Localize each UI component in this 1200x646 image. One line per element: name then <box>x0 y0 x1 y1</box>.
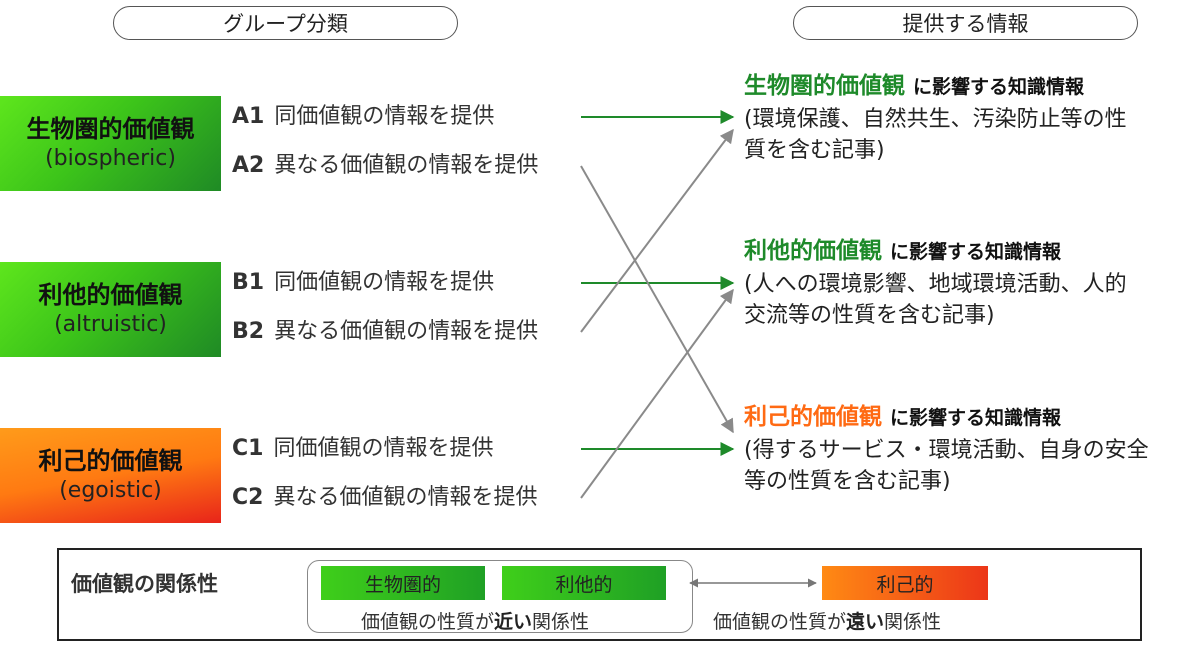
info-description-line2: 交流等の性質を含む記事) <box>744 303 995 328</box>
far-caption-bold: 遠い <box>846 611 885 633</box>
group-name: 利他的価値観 <box>38 280 183 309</box>
group-subtitle: (altruistic) <box>54 311 167 337</box>
info-value-name: 生物圏的価値観 <box>744 73 905 99</box>
near-relationship-group <box>307 560 693 633</box>
legend-chip-egoistic: 利己的 <box>822 566 988 600</box>
option-c2: C2 異なる価値観の情報を提供 <box>232 484 537 512</box>
near-relationship-caption: 価値観の性質が近い関係性 <box>361 607 589 634</box>
info-description-line1: (得するサービス・環境活動、自身の安全 <box>744 438 1149 463</box>
info-suffix: に影響する知識情報 <box>913 76 1085 98</box>
option-a1: A1 同価値観の情報を提供 <box>232 103 494 131</box>
near-caption-bold: 近い <box>494 611 533 633</box>
info-description-line1: (人への環境影響、地域環境活動、人的 <box>744 272 1127 297</box>
header-provided-information: 提供する情報 <box>793 6 1138 40</box>
group-name: 利己的価値観 <box>38 446 183 475</box>
info-description-line2: 等の性質を含む記事) <box>744 469 951 494</box>
option-text: 同価値観の情報を提供 <box>273 436 494 461</box>
group-subtitle: (biospheric) <box>45 145 176 171</box>
arrow-a2-to-egoistic <box>580 165 734 434</box>
header-group-classification: グループ分類 <box>113 6 458 40</box>
far-relationship-caption: 価値観の性質が遠い関係性 <box>713 607 941 634</box>
info-suffix: に影響する知識情報 <box>890 241 1062 263</box>
info-value-name: 利己的価値観 <box>744 404 882 430</box>
option-text: 同価値観の情報を提供 <box>274 270 495 295</box>
group-altruistic: 利他的価値観 (altruistic) <box>0 262 221 357</box>
option-code: C1 <box>232 436 264 461</box>
group-name: 生物圏的価値観 <box>26 114 195 143</box>
legend-title: 価値観の関係性 <box>71 572 218 596</box>
option-code: A1 <box>232 104 265 129</box>
option-code: B2 <box>232 319 265 344</box>
info-title: 利他的価値観に影響する知識情報 <box>744 235 1194 269</box>
option-text: 異なる価値観の情報を提供 <box>274 319 539 344</box>
option-code: A2 <box>232 153 265 178</box>
option-a2: A2 異なる価値観の情報を提供 <box>232 152 538 180</box>
arrow-b2-to-biospheric <box>580 128 734 333</box>
group-egoistic: 利己的価値観 (egoistic) <box>0 428 221 523</box>
info-title: 生物圏的価値観に影響する知識情報 <box>744 70 1194 104</box>
far-caption-post: 関係性 <box>884 611 942 633</box>
double-arrow <box>689 578 817 588</box>
near-caption-post: 関係性 <box>532 611 590 633</box>
info-biospheric: 生物圏的価値観に影響する知識情報 (環境保護、自然共生、汚染防止等の性 質を含む… <box>744 70 1194 166</box>
option-code: C2 <box>232 485 264 510</box>
legend-box: 価値観の関係性 生物圏的 利他的 利己的 価値観の性質が近い関係性 価値観の性質… <box>57 548 1142 641</box>
option-b2: B2 異なる価値観の情報を提供 <box>232 318 538 346</box>
option-b1: B1 同価値観の情報を提供 <box>232 269 494 297</box>
option-code: B1 <box>232 270 265 295</box>
info-value-name: 利他的価値観 <box>744 238 882 264</box>
option-text: 異なる価値観の情報を提供 <box>274 153 539 178</box>
info-altruistic: 利他的価値観に影響する知識情報 (人への環境影響、地域環境活動、人的 交流等の性… <box>744 235 1194 331</box>
info-suffix: に影響する知識情報 <box>890 407 1062 429</box>
near-caption-pre: 価値観の性質が <box>361 611 495 633</box>
info-egoistic: 利己的価値観に影響する知識情報 (得するサービス・環境活動、自身の安全 等の性質… <box>744 401 1194 497</box>
legend-chip-biospheric: 生物圏的 <box>321 566 485 600</box>
info-title: 利己的価値観に影響する知識情報 <box>744 401 1194 435</box>
option-c1: C1 同価値観の情報を提供 <box>232 435 493 463</box>
arrow-c2-to-altruistic <box>580 288 734 499</box>
info-description-line1: (環境保護、自然共生、汚染防止等の性 <box>744 107 1127 132</box>
option-text: 異なる価値観の情報を提供 <box>273 485 538 510</box>
group-biospheric: 生物圏的価値観 (biospheric) <box>0 96 221 191</box>
group-subtitle: (egoistic) <box>59 477 162 503</box>
legend-chip-altruistic: 利他的 <box>502 566 666 600</box>
info-description-line2: 質を含む記事) <box>744 138 885 163</box>
far-caption-pre: 価値観の性質が <box>713 611 847 633</box>
option-text: 同価値観の情報を提供 <box>274 104 495 129</box>
